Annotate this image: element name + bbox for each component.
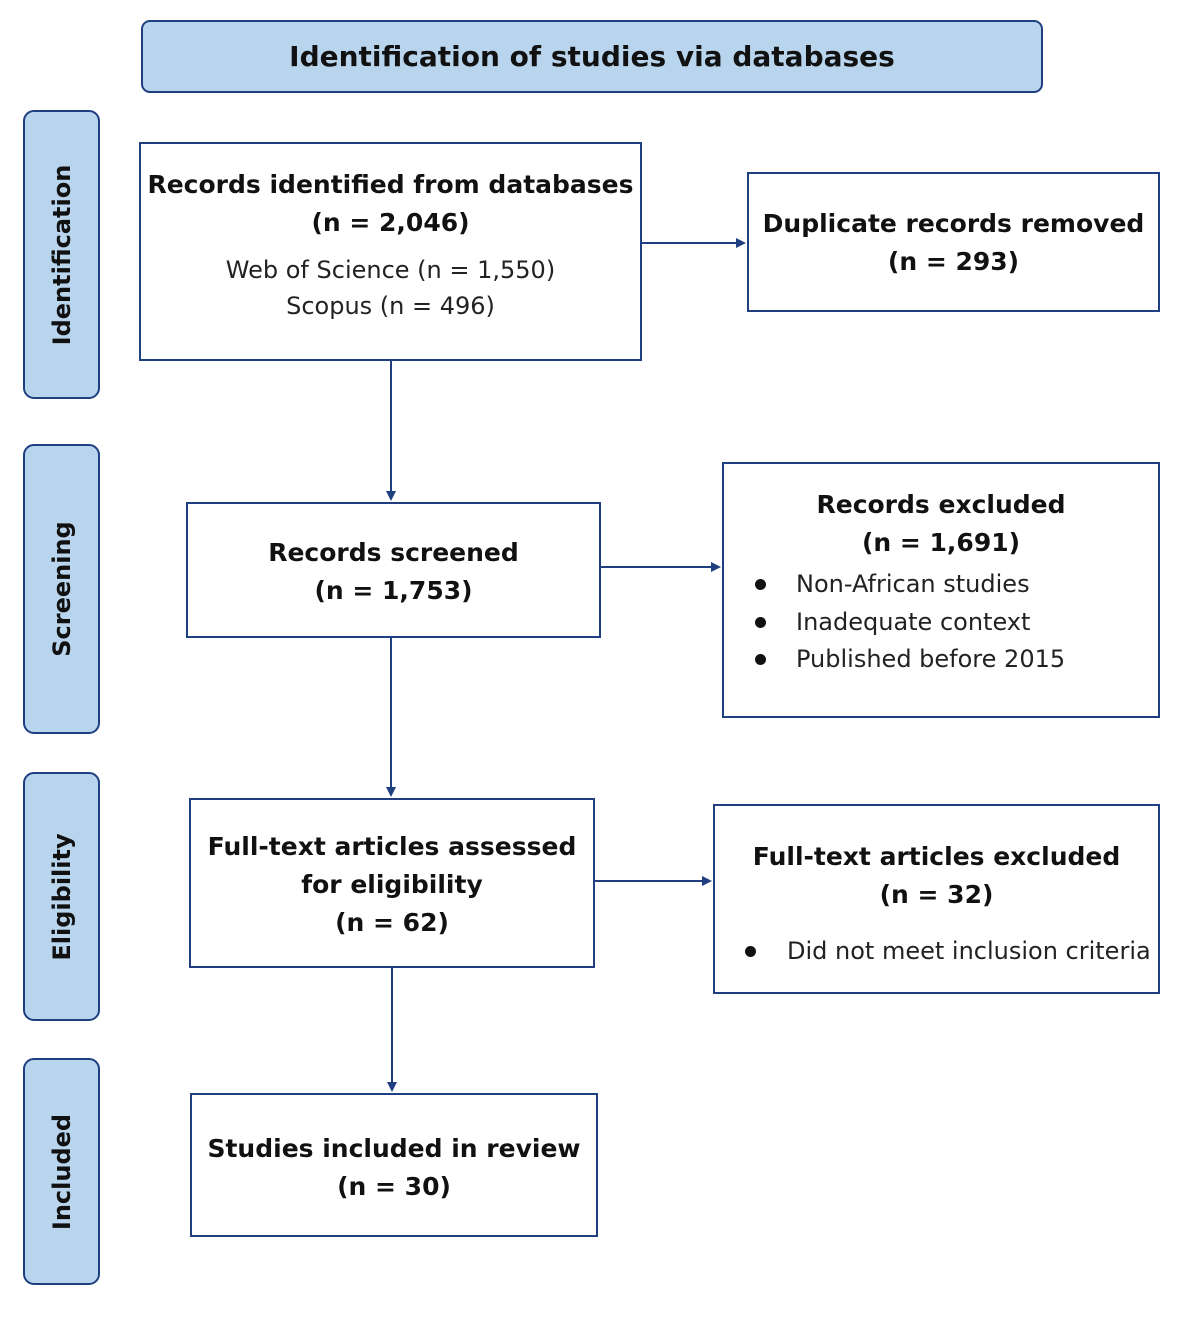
fulltext-excluded-count: (n = 32) — [879, 880, 994, 909]
records-excluded-count: (n = 1,691) — [861, 528, 1021, 557]
records-identified-title: Records identified from databases — [147, 170, 634, 199]
duplicates-removed-box: Duplicate records removed (n = 293) — [747, 172, 1160, 312]
list-item: Non-African studies — [724, 566, 1158, 604]
phase-eligibility-label: Eligibility — [47, 832, 76, 961]
fulltext-excluded-title: Full-text articles excluded — [752, 842, 1121, 871]
list-item: Inadequate context — [724, 604, 1158, 642]
bullet-icon — [755, 616, 766, 628]
records-excluded-box: Records excluded (n = 1,691) Non-African… — [722, 462, 1160, 718]
fulltext-assessed-title-2: for eligibility — [301, 870, 483, 899]
bullet-icon — [755, 654, 766, 665]
records-excluded-reasons: Non-African studies Inadequate context P… — [724, 566, 1158, 679]
header-banner: Identification of studies via databases — [141, 20, 1043, 93]
phase-identification-label: Identification — [47, 164, 76, 345]
bullet-icon — [745, 946, 756, 957]
phase-included-label: Included — [47, 1113, 76, 1230]
studies-included-count: (n = 30) — [337, 1172, 451, 1201]
reason-text: Did not meet inclusion criteria — [787, 937, 1151, 965]
fulltext-excluded-box: Full-text articles excluded (n = 32) Did… — [713, 804, 1160, 994]
studies-included-title: Studies included in review — [207, 1134, 581, 1163]
records-screened-box: Records screened (n = 1,753) — [186, 502, 601, 638]
reason-text: Inadequate context — [796, 607, 1031, 636]
fulltext-assessed-box: Full-text articles assessed for eligibil… — [189, 798, 595, 968]
duplicates-removed-count: (n = 293) — [887, 247, 1020, 276]
phase-eligibility: Eligibility — [23, 772, 100, 1021]
reason-text: Non-African studies — [796, 570, 1030, 598]
records-identified-count: (n = 2,046) — [311, 208, 470, 237]
list-item: Published before 2015 — [724, 641, 1158, 679]
fulltext-assessed-title-1: Full-text articles assessed — [207, 832, 577, 861]
records-screened-count: (n = 1,753) — [314, 576, 473, 605]
phase-identification: Identification — [23, 110, 100, 399]
studies-included-box: Studies included in review (n = 30) — [190, 1093, 598, 1237]
records-identified-box: Records identified from databases (n = 2… — [139, 142, 642, 361]
fulltext-excluded-reasons: Did not meet inclusion criteria — [715, 933, 1158, 971]
duplicates-removed-title: Duplicate records removed — [762, 209, 1145, 238]
source-web-of-science: Web of Science (n = 1,550) — [225, 256, 556, 284]
list-item: Did not meet inclusion criteria — [715, 933, 1158, 971]
reason-text: Published before 2015 — [796, 645, 1066, 673]
phase-screening: Screening — [23, 444, 100, 734]
source-scopus: Scopus (n = 496) — [286, 292, 495, 320]
phase-included: Included — [23, 1058, 100, 1285]
bullet-icon — [755, 579, 766, 590]
fulltext-assessed-count: (n = 62) — [335, 908, 449, 937]
phase-screening-label: Screening — [47, 521, 76, 657]
header-title: Identification of studies via databases — [289, 40, 895, 73]
records-excluded-title: Records excluded — [816, 490, 1066, 519]
records-screened-title: Records screened — [268, 538, 519, 567]
